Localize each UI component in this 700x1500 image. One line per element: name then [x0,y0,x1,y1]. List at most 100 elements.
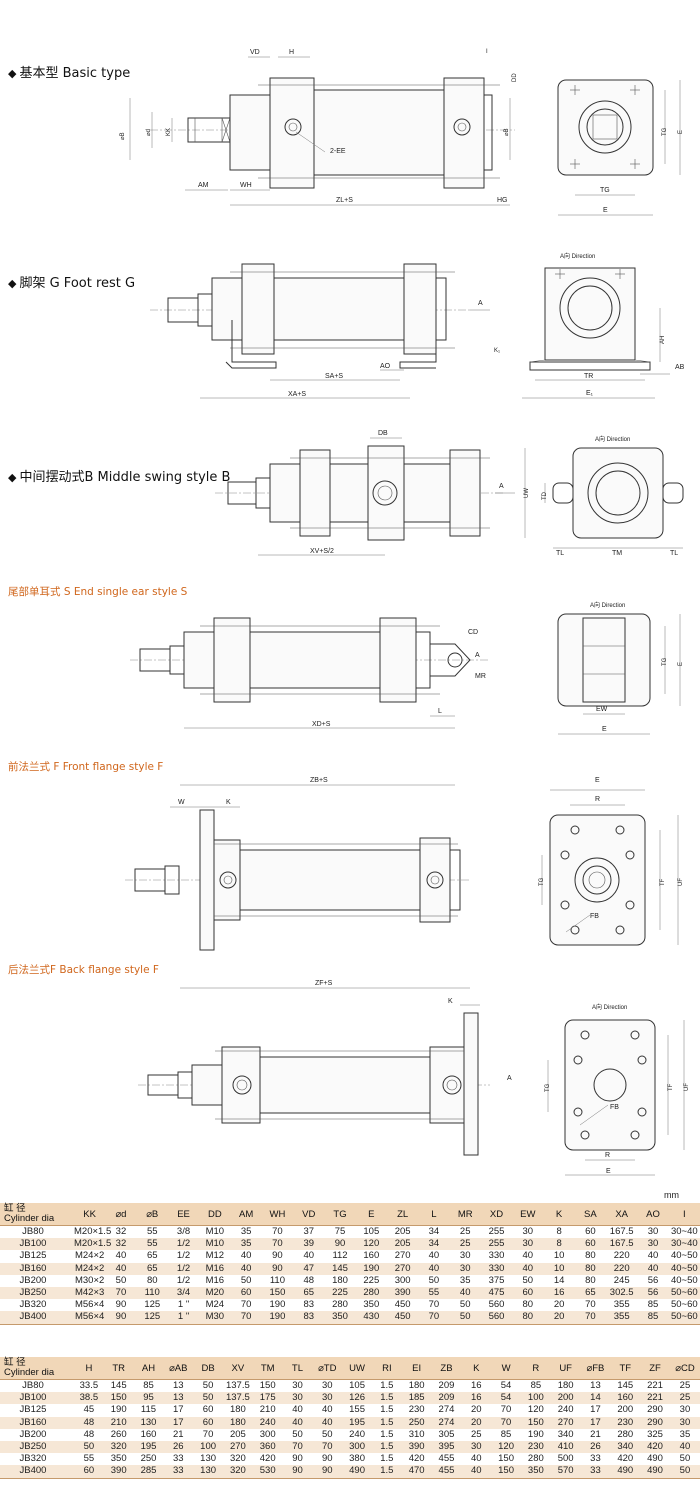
table-cell: 21 [590,1428,601,1440]
table-cell: 20 [553,1299,565,1311]
table-cell: 40 [105,1262,137,1275]
table-cell: 110 [269,1274,285,1286]
table-cell: M42×3 [74,1286,106,1300]
table-cell: 30 [292,1380,303,1392]
table-cell: 1 " [167,1311,200,1325]
table-cell: 1.5 [371,1416,402,1429]
table-cell: 270 [222,1440,253,1454]
table-cell: 115 [140,1404,157,1416]
table-cell: 160 [140,1428,157,1440]
table-cell: 230 [408,1404,425,1416]
label-front-tf: TF [660,878,666,886]
table-cell: 32 [105,1238,137,1251]
table-cell: 33.5 [79,1380,99,1392]
table-cell: 240 [252,1416,283,1429]
table-cell: 40 [312,1416,343,1429]
table-cell: 70 [240,1299,252,1311]
table-cell: 130 [133,1416,164,1429]
table-cell: 310 [408,1428,425,1440]
table-cell: 190 [527,1428,544,1440]
label-phib: ⌀B [120,132,126,140]
table-cell: 470 [401,1465,432,1479]
table-cell: 205 [229,1428,246,1440]
unit-label: mm [664,1190,679,1200]
table-cell: 60 [512,1286,544,1300]
table-cell: 250 [140,1453,157,1465]
table-cell: 70 [418,1311,450,1325]
column-header: MR [449,1203,481,1226]
table-cell: 30 [522,1226,534,1238]
table-cell: 350 [324,1311,356,1325]
label-tl: TL [556,550,564,557]
column-header: ⌀FB [580,1357,611,1380]
table-cell: M56×4 [74,1311,106,1325]
label-zb: ZB+S [310,777,328,784]
table-cell: 230 [520,1440,551,1454]
label-back-a: A [507,1075,512,1082]
table-cell: M24 [205,1299,225,1311]
column-header: W [491,1357,521,1380]
table-cell: 40 [669,1440,700,1454]
table-cell: 17 [173,1404,184,1416]
table-cell: 30~40 [670,1226,698,1238]
label-hg: HG [497,197,508,204]
table-cell: 13 [590,1380,601,1392]
table-cell: 40 [512,1262,544,1275]
table-cell: 10 [543,1262,575,1275]
section-title-basic: ◆基本型 Basic type [8,66,131,81]
column-header: E [355,1203,387,1226]
table-cell: M12 [205,1250,225,1262]
model-cell: JB250 [0,1440,74,1454]
table-cell: 40 [637,1262,669,1275]
table-cell: 50~60 [668,1286,700,1300]
table-cell: 500 [557,1453,574,1465]
table-cell: 90 [321,1453,333,1465]
table-cell: 375 [488,1274,505,1286]
label-front-tg: TG [539,877,545,886]
column-header: EE [167,1203,200,1226]
table-cell: 195 [342,1416,372,1429]
table-cell: 110 [136,1286,168,1300]
table-cell: 300 [394,1274,411,1286]
table-cell: 1.5 [371,1465,402,1479]
table-cell: 340 [557,1428,574,1440]
table-cell: 260 [110,1428,127,1440]
table-cell: 70 [272,1226,283,1238]
table-cell: 150 [520,1416,551,1429]
model-cell: JB125 [19,1404,47,1416]
table-cell: 145 [324,1262,356,1275]
table-cell: 190 [269,1299,286,1311]
table-cell: 160 [610,1392,641,1405]
table-cell: 40 [240,1250,252,1262]
table-cell: 30 [669,1416,700,1429]
table-cell: 220 [613,1250,630,1262]
table-cell: 85 [647,1299,659,1311]
table-cell: 80 [146,1274,158,1286]
table-cell: 54 [491,1392,521,1405]
label-phib2: ⌀B [504,128,510,136]
label-front-fb: FB [590,913,599,920]
column-header: EI [401,1357,432,1380]
table-cell: M10 [205,1226,225,1238]
table-cell: 70 [491,1416,521,1429]
table-cell: 20 [461,1416,492,1429]
label-ear-a: A [475,652,480,659]
table-cell: 26 [163,1440,194,1454]
table-cell: 355 [613,1299,630,1311]
table-cell: 245 [613,1274,630,1286]
table-cell: 137.5 [225,1380,250,1392]
label-cd: CD [468,629,478,636]
label-foot-a: A [478,300,483,307]
table-cell: 35 [679,1428,691,1440]
table-cell: 130 [193,1465,223,1479]
table-cell: 13 [173,1380,184,1392]
table-cell: 210 [103,1416,134,1429]
table-cell: 70 [230,1311,262,1325]
table-cell: 120 [527,1404,544,1416]
table-cell: 50 [292,1428,303,1440]
label-back-e: E [606,1168,611,1175]
